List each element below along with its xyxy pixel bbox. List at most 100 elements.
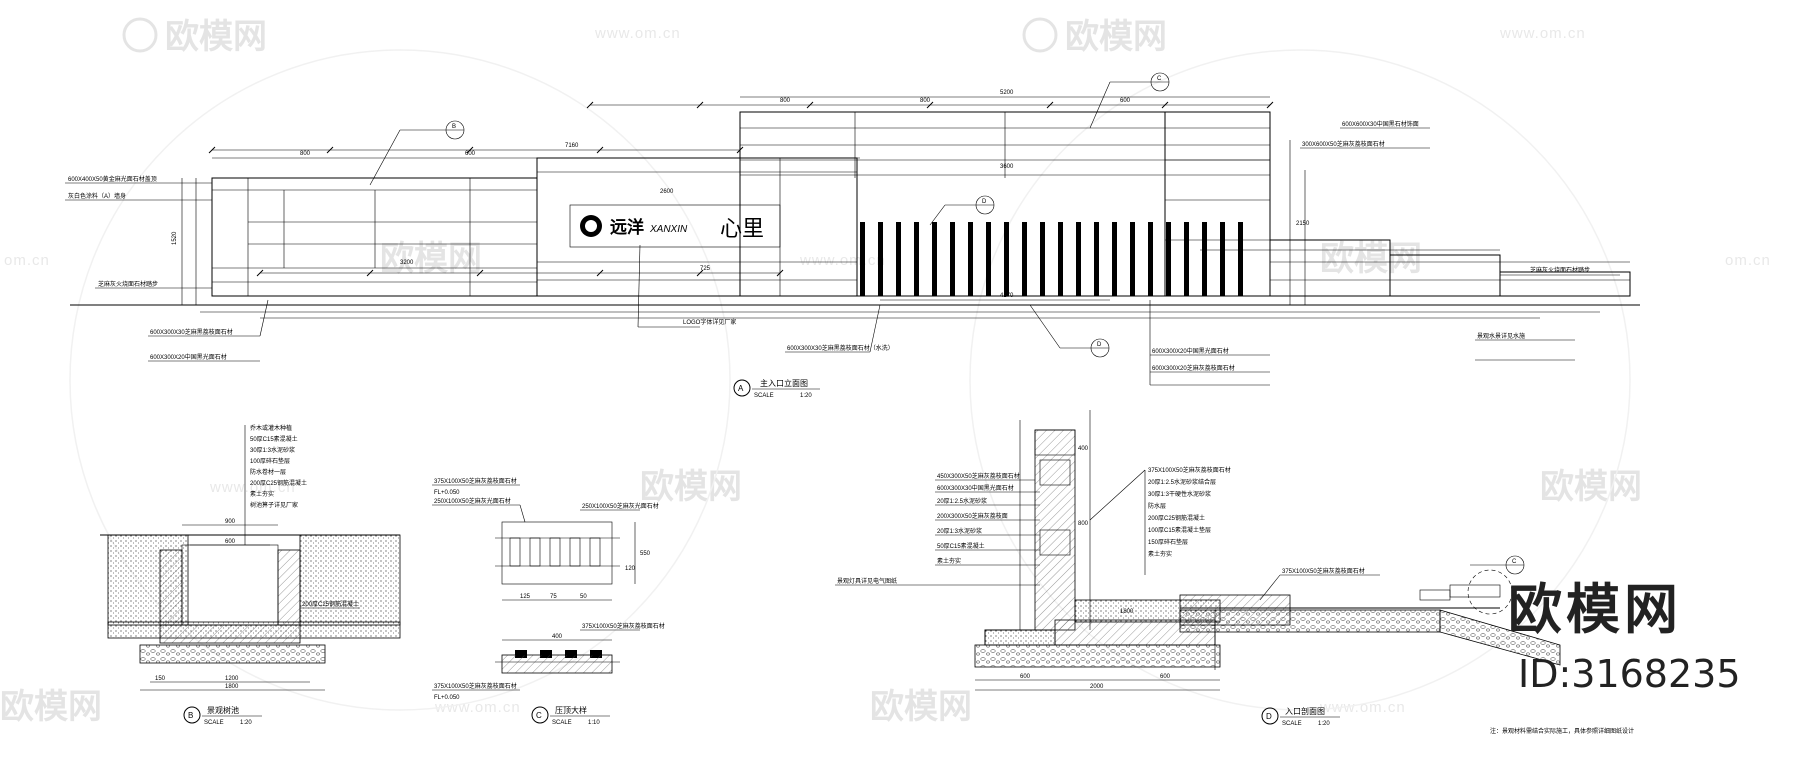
scale-value: 1:20	[240, 720, 252, 726]
dim-label: 7160	[565, 143, 579, 149]
view-key: A	[738, 384, 744, 393]
grille-slat	[1076, 222, 1081, 296]
view-title-b: B 景观树池 SCALE 1:20	[183, 705, 262, 726]
grille-slat	[968, 222, 973, 296]
svg-text:树池箅子详见厂家: 树池箅子详见厂家	[250, 501, 298, 509]
dim-label: 2000	[1090, 684, 1104, 690]
watermark-brand: 欧模网	[380, 240, 482, 278]
grille-slat	[1238, 222, 1243, 296]
view-title-c: C 压顶大样 SCALE 1:10	[531, 705, 610, 726]
dim-label: 3200	[400, 260, 414, 266]
dim-label: 600	[1020, 674, 1031, 680]
dim-label: 400	[552, 634, 563, 640]
grille-slat	[1166, 222, 1171, 296]
svg-text:20厚1:3水泥砂浆: 20厚1:3水泥砂浆	[937, 527, 982, 535]
callout-bubble: D	[1029, 304, 1110, 358]
watermark-url: www.om.cn	[594, 25, 681, 42]
view-title: 入口剖面图	[1285, 706, 1325, 716]
dim-label: 800	[300, 151, 311, 157]
note-text: FL+0.050	[434, 490, 460, 496]
watermark-url: www.om.cn	[1319, 699, 1406, 716]
dim-label: 1800	[225, 684, 239, 690]
svg-text:375X100X50芝麻灰荔枝面石材: 375X100X50芝麻灰荔枝面石材	[1148, 466, 1231, 474]
svg-text:乔木或灌木种植: 乔木或灌木种植	[250, 424, 292, 432]
note-text: 250X100X50芝麻灰光面石材	[434, 497, 511, 505]
watermark-brand: 欧模网	[165, 18, 267, 56]
svg-text:30厚1:3干硬性水泥砂浆: 30厚1:3干硬性水泥砂浆	[1148, 490, 1211, 498]
dim-label: 600	[1160, 674, 1171, 680]
svg-text:150厚碎石垫层: 150厚碎石垫层	[1148, 538, 1188, 546]
watermark-brand: 欧模网	[1320, 240, 1422, 278]
watermark-url: om.cn	[4, 252, 50, 269]
dim-label: 800	[1078, 521, 1089, 527]
svg-text:50厚C15素混凝土: 50厚C15素混凝土	[937, 542, 985, 550]
dim-label: 400	[1078, 446, 1089, 452]
note-text: 600X300X20中国黑光面石材	[1152, 347, 1229, 355]
dim-label: 600	[1120, 98, 1131, 104]
elevation-notes-bottom: LOGO字体详见厂家 600X300X30芝麻黑荔枝面石材（水洗） 600X30…	[637, 244, 1270, 386]
svg-text:B: B	[452, 124, 456, 130]
grille-slat	[1004, 222, 1009, 296]
grille-slat	[1094, 222, 1099, 296]
note-text: 375X100X50芝麻灰荔枝面石材	[434, 682, 517, 690]
view-title: 主入口立面图	[760, 378, 808, 388]
grille-slat	[950, 222, 955, 296]
dim-label: 600	[225, 539, 236, 545]
scale-label: SCALE	[552, 720, 572, 726]
svg-text:30厚1:3水泥砂浆: 30厚1:3水泥砂浆	[250, 446, 295, 454]
view-key: D	[1266, 712, 1272, 721]
dim-label: 125	[520, 594, 531, 600]
logo-cn-text: 远洋	[610, 217, 644, 237]
svg-text:50厚C15素混凝土: 50厚C15素混凝土	[250, 435, 298, 443]
dim-label: 600	[465, 151, 476, 157]
coping-drawing: 125 75 50 400 550 120 375X100X50芝麻灰荔枝面石材…	[432, 477, 665, 726]
view-key: C	[536, 711, 542, 720]
svg-text:450X300X50芝麻灰荔枝面石材: 450X300X50芝麻灰荔枝面石材	[937, 472, 1020, 480]
note-text: 600X300X20中国黑光面石材	[150, 353, 227, 361]
svg-text:D: D	[982, 199, 987, 205]
dim-label: 2600	[660, 189, 674, 195]
watermark-logo: 欧模网	[1022, 17, 1167, 56]
scale-label: SCALE	[1282, 721, 1302, 727]
watermark-brand: 欧模网	[1540, 468, 1642, 506]
svg-text:景观灯具详见电气图纸: 景观灯具详见电气图纸	[837, 577, 897, 585]
note-text: 600X300X30芝麻黑荔枝面石材（水洗）	[787, 344, 894, 352]
svg-text:C: C	[1157, 76, 1162, 82]
grille-slats	[860, 222, 1243, 296]
callout-bubble: B	[369, 120, 465, 186]
grille-slat	[986, 222, 991, 296]
entrance-section-drawing: 600 2000 600 1800 800 400 450X300X50芝麻灰荔…	[835, 410, 1634, 735]
grille-slat	[896, 222, 901, 296]
grille-slat	[1058, 222, 1063, 296]
scale-value: 1:20	[800, 393, 812, 399]
footnote-text: 注：景观材料需结合实际施工，具体参照详细图纸设计	[1490, 727, 1634, 735]
watermark-layer: 欧模网 www.om.cn 欧模网 www.om.cn om.cn 欧模网 ww…	[0, 17, 1771, 726]
dim-label: 3600	[1000, 164, 1014, 170]
elevation-drawing: 远洋 XANXIN 心里	[65, 72, 1640, 399]
svg-text:防水层: 防水层	[1148, 502, 1166, 510]
section-notes-right: 375X100X50芝麻灰荔枝面石材 20厚1:2.5水泥砂浆结合层 30厚1:…	[1089, 466, 1380, 601]
logo-en-text: XANXIN	[649, 224, 688, 235]
scale-label: SCALE	[754, 393, 774, 399]
tree-pool-drawing: 900 600 1200 1800 150 乔木或灌木种植 50厚C15素混凝土…	[100, 424, 401, 726]
note-text: 灰白色涂料（A）墙身	[68, 192, 126, 200]
watermark-brand-large: 欧模网	[1508, 578, 1682, 641]
note-text: 250X100X50芝麻灰光面石材	[582, 502, 659, 510]
grille-slat	[1148, 222, 1153, 296]
elevation-notes-right: 600X600X30中国黑石材饰面 300X600X50芝麻灰荔枝面石材 芝麻灰…	[1300, 120, 1620, 361]
note-text: 375X100X50芝麻灰荔枝面石材	[434, 477, 517, 485]
view-title: 景观树池	[207, 705, 239, 715]
watermark-id: ID:3168235	[1518, 652, 1741, 696]
svg-text:素土夯实: 素土夯实	[250, 490, 274, 498]
dim-label: 4170	[1000, 293, 1014, 299]
grille-slat	[1112, 222, 1117, 296]
watermark-url: om.cn	[1725, 252, 1771, 269]
view-title: 压顶大样	[555, 705, 587, 715]
svg-text:600X300X30中国黑光面石材: 600X300X30中国黑光面石材	[937, 484, 1014, 492]
dim-label: 1200	[225, 676, 239, 682]
svg-text:200厚C25钢筋混凝土: 200厚C25钢筋混凝土	[250, 479, 307, 487]
grille-slat	[1184, 222, 1189, 296]
dim-label: 75	[550, 594, 557, 600]
dim-label: 725	[700, 266, 711, 272]
